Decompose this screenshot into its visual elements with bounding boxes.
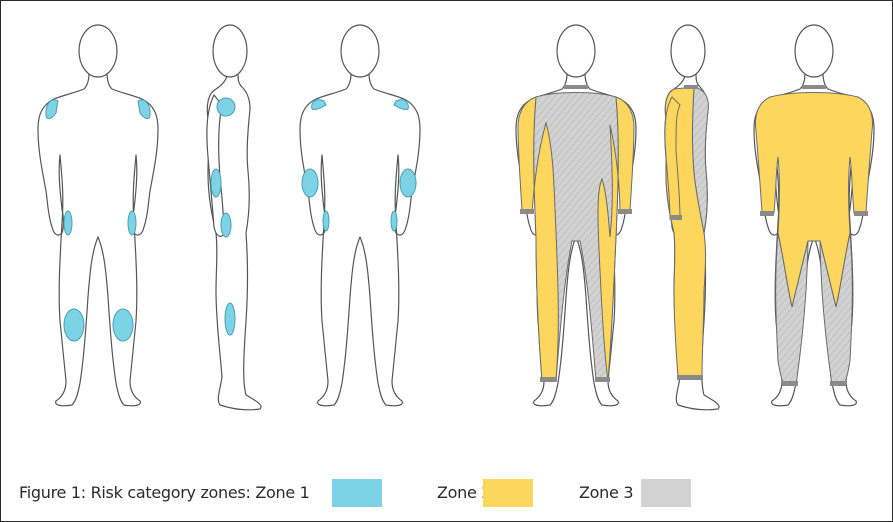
front-figure-zone1	[38, 25, 158, 406]
caption-zone1-text: Figure 1: Risk category zones: Zone 1	[19, 483, 310, 502]
zone1-patch	[221, 213, 231, 237]
zone1-patch	[400, 169, 416, 197]
zone2-swatch	[483, 479, 533, 507]
zone1-patch	[64, 309, 84, 341]
zone1-patch	[323, 211, 329, 231]
back-figure-suit	[754, 25, 874, 406]
zone1-patch	[64, 211, 72, 235]
zone1-patch	[391, 211, 397, 231]
zone1-patch	[302, 169, 318, 197]
zone1-swatch	[332, 479, 382, 507]
front-figure-suit	[516, 25, 636, 406]
zone3-swatch	[641, 479, 691, 507]
caption-zone3-text: Zone 3	[579, 483, 633, 502]
zone1-patch	[128, 211, 136, 235]
risk-zone-illustration	[1, 1, 892, 479]
side-figure-zone1	[207, 25, 261, 410]
back-figure-zone1	[300, 25, 420, 406]
zone1-patch	[225, 303, 235, 335]
figure-caption: Figure 1: Risk category zones: Zone 1 Zo…	[1, 479, 892, 509]
zone1-patch	[211, 169, 221, 197]
side-figure-suit	[665, 25, 719, 410]
zone1-patch	[217, 98, 235, 116]
zone1-patch	[113, 309, 133, 341]
